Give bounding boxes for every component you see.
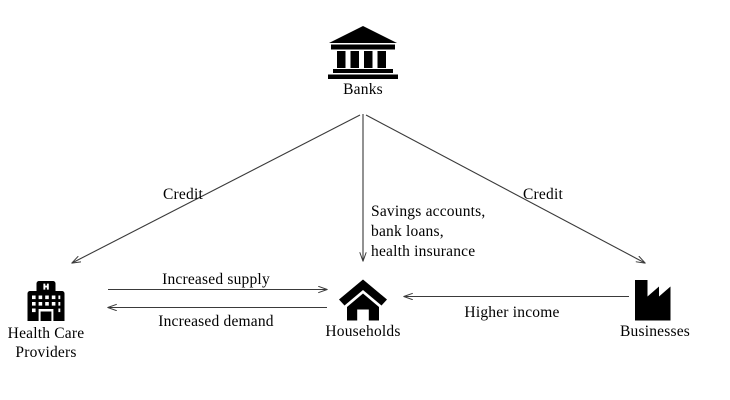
edge-credit-right-line	[365, 114, 645, 263]
node-businesses[interactable]: Businesses	[605, 278, 705, 341]
node-households-label: Households	[325, 323, 401, 340]
edge-label-higher-income: Higher income	[464, 304, 560, 321]
hospital-icon	[0, 278, 92, 324]
edge-label-increased-demand: Increased demand	[158, 313, 274, 330]
bank-icon	[303, 24, 423, 80]
node-banks[interactable]: Banks	[303, 24, 423, 99]
node-businesses-label: Businesses	[619, 323, 691, 340]
factory-icon	[605, 278, 705, 322]
node-households[interactable]: Households	[313, 278, 413, 341]
node-health-care-providers-label: Health Care Providers	[7, 325, 85, 362]
edge-label-credit-right: Credit	[523, 186, 563, 203]
edge-credit-left-line	[72, 114, 361, 263]
node-health-care-providers[interactable]: Health Care Providers	[0, 278, 92, 363]
edge-label-increased-supply: Increased supply	[162, 271, 270, 288]
edge-label-bank-services: Savings accounts, bank loans, health ins…	[371, 203, 486, 261]
house-icon	[313, 278, 413, 322]
edge-label-credit-left: Credit	[163, 186, 203, 203]
node-banks-label: Banks	[343, 81, 383, 98]
